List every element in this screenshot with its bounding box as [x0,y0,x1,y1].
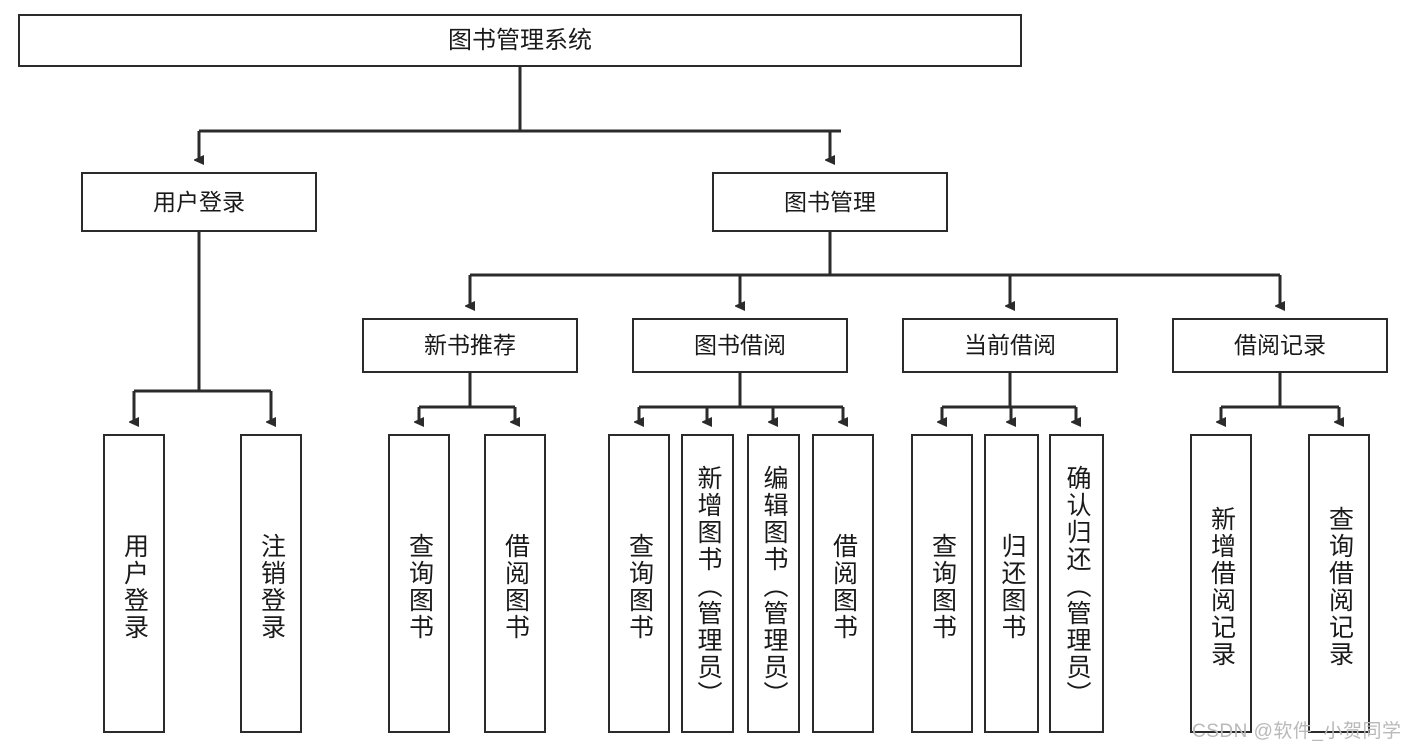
node-label: 借阅记录 [1234,332,1326,359]
leaf-confirm-return-admin[interactable]: 确认归还（管理员） [1049,434,1104,733]
node-label: 注销登录 [257,532,286,641]
leaf-return-book[interactable]: 归还图书 [984,434,1039,733]
node-current-borrow[interactable]: 当前借阅 [902,318,1118,373]
leaf-borrow-book-bb[interactable]: 借阅图书 [812,434,874,733]
csdn-watermark: CSDN @软件_小贺同学 [1192,721,1402,742]
node-label: 查询图书 [625,532,654,641]
leaf-add-book-admin[interactable]: 新增图书（管理员） [681,434,734,733]
node-new-book-recommend[interactable]: 新书推荐 [362,318,578,373]
node-label: 归还图书 [998,532,1026,641]
node-user-login[interactable]: 用户登录 [81,172,317,232]
node-label: 新增借阅记录 [1207,505,1236,668]
node-label: 图书管理系统 [448,26,592,54]
node-label: 查询图书 [405,532,434,641]
node-label: 图书管理 [784,188,876,215]
leaf-query-book-cb[interactable]: 查询图书 [911,434,973,733]
node-label: 新增图书（管理员） [694,465,722,708]
node-borrow-record[interactable]: 借阅记录 [1172,318,1388,373]
node-label: 确认归还（管理员） [1063,465,1091,708]
leaf-add-borrow-record[interactable]: 新增借阅记录 [1190,434,1252,733]
node-label: 借阅图书 [501,532,530,641]
leaf-logout[interactable]: 注销登录 [240,434,302,733]
node-label: 编辑图书（管理员） [760,465,788,708]
node-label: 当前借阅 [964,332,1056,359]
node-label: 用户登录 [120,532,149,641]
leaf-query-borrow-record[interactable]: 查询借阅记录 [1308,434,1370,733]
leaf-query-book-nbr[interactable]: 查询图书 [388,434,450,733]
node-label: 用户登录 [153,188,245,215]
node-label: 借阅图书 [829,532,858,641]
node-label: 新书推荐 [424,332,516,359]
node-book-management[interactable]: 图书管理 [712,172,948,232]
leaf-query-book-bb[interactable]: 查询图书 [608,434,670,733]
node-label: 查询借阅记录 [1325,505,1354,668]
leaf-user-login[interactable]: 用户登录 [103,434,165,733]
node-root-system[interactable]: 图书管理系统 [18,14,1022,67]
node-book-borrow[interactable]: 图书借阅 [632,318,848,373]
node-label: 查询图书 [928,532,957,641]
node-label: 图书借阅 [694,332,786,359]
leaf-borrow-book-nbr[interactable]: 借阅图书 [484,434,546,733]
leaf-edit-book-admin[interactable]: 编辑图书（管理员） [747,434,800,733]
